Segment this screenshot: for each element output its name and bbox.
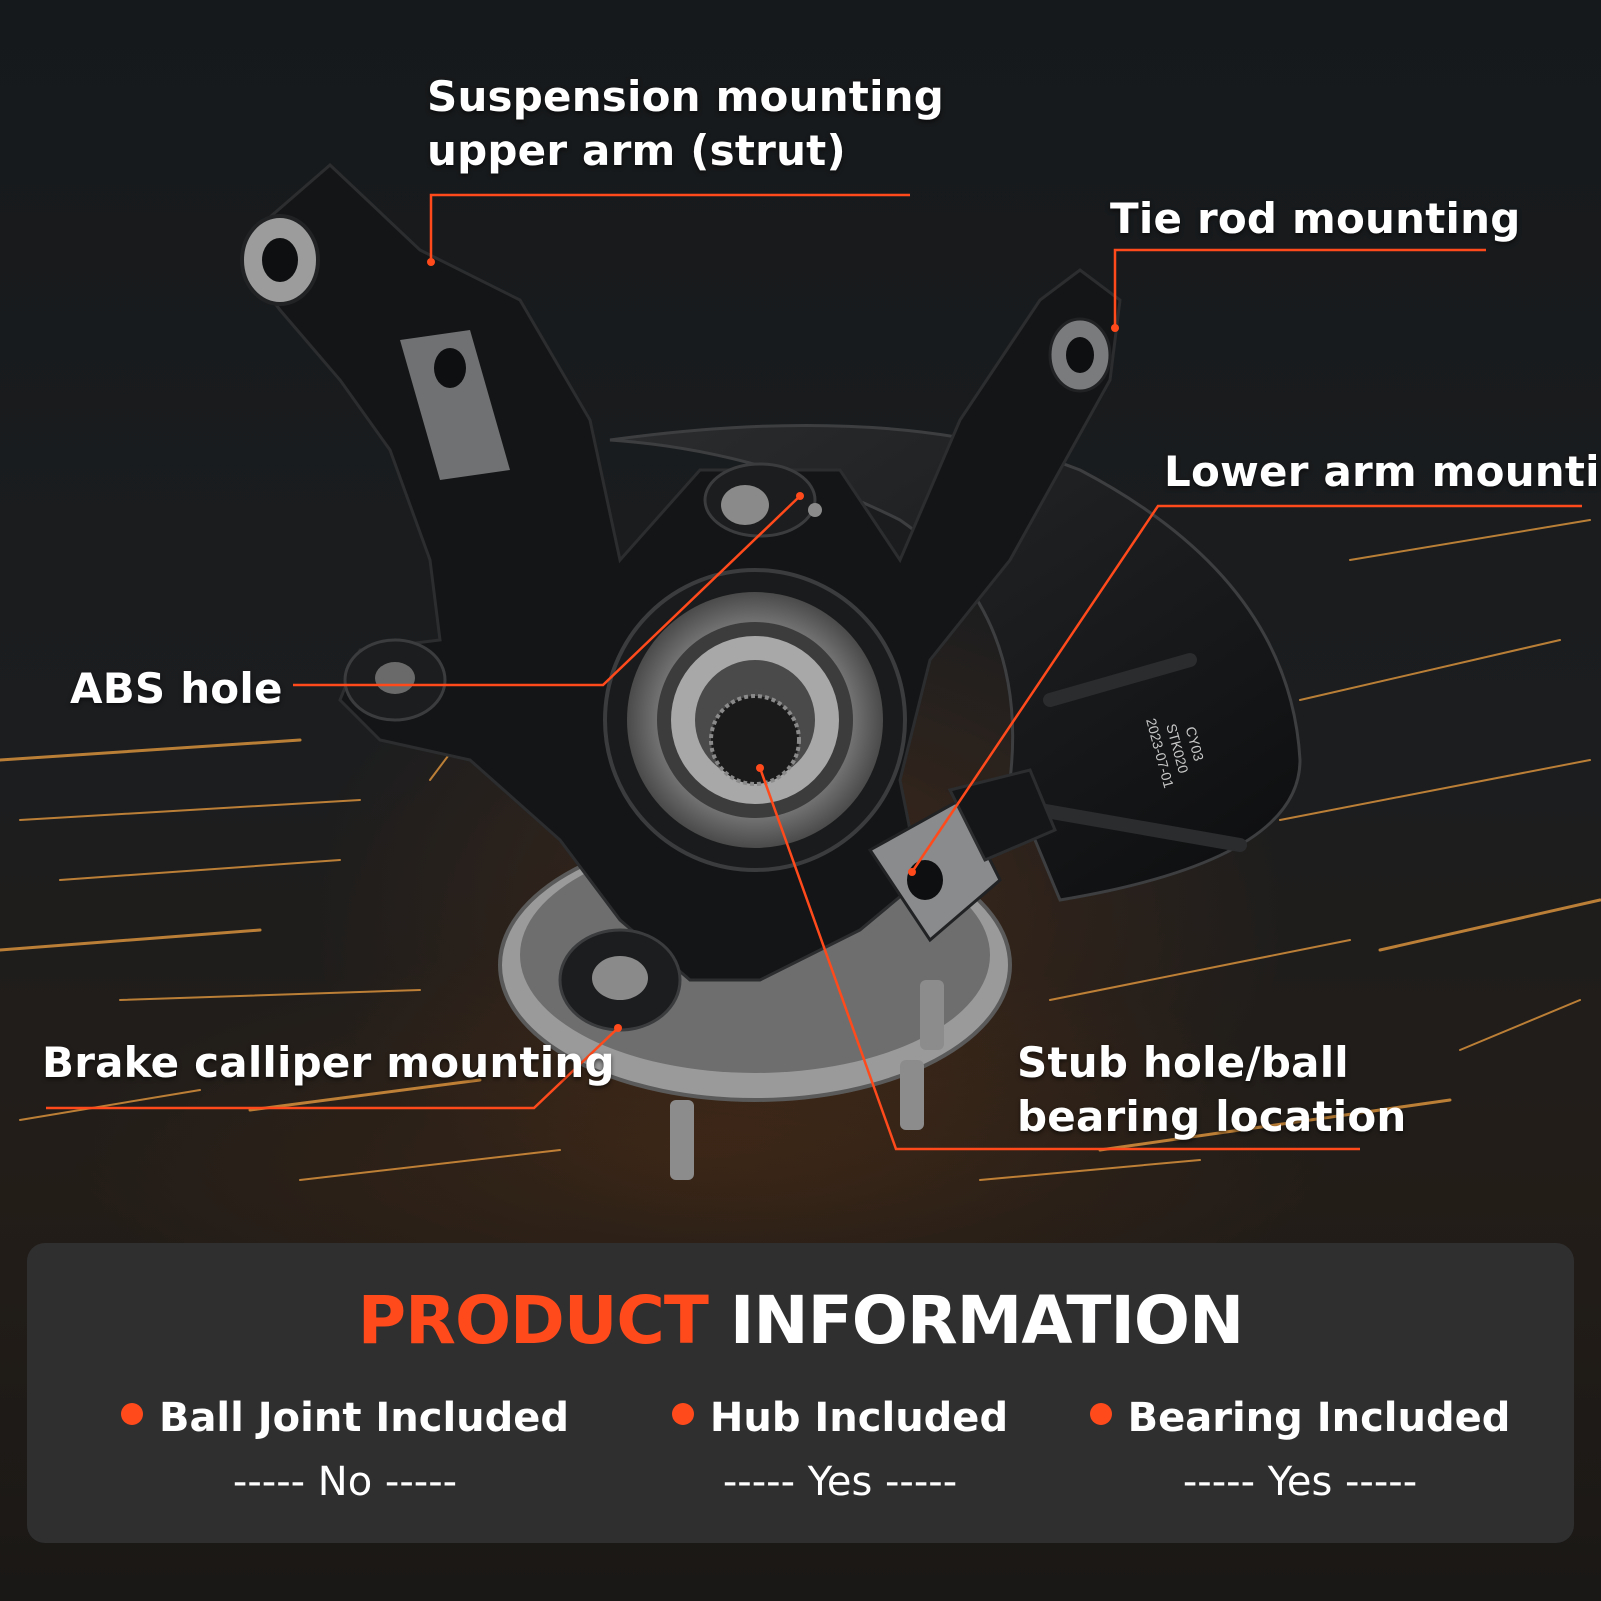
feature-label: Bearing Included	[1127, 1395, 1511, 1441]
lower-arm-leader-line	[910, 504, 1582, 873]
feature-hub: Hub Included ----- Yes -----	[605, 1393, 1075, 1507]
spark-streaks	[0, 519, 1601, 1181]
stub-leader-line	[758, 767, 1360, 1151]
bullet-dot-icon	[1089, 1403, 1112, 1425]
title-rest-word: INFORMATION	[729, 1282, 1244, 1359]
stub-hole	[709, 694, 801, 786]
tie-rod-callout: Tie rod mounting	[1110, 194, 1521, 243]
stub-hole-callout-line1: Stub hole/ball	[1017, 1038, 1349, 1087]
abs-hole-callout: ABS hole	[70, 664, 283, 713]
feature-value: ----- Yes -----	[722, 1459, 958, 1505]
bullet-dot-icon	[671, 1403, 694, 1425]
product-information-panel: PRODUCT INFORMATION Ball Joint Included …	[27, 1243, 1574, 1543]
dust-shield-ribs	[1033, 653, 1247, 852]
suspension-callout: Suspension mounting upper arm (strut)	[427, 70, 944, 178]
bullet-dot-icon	[120, 1403, 143, 1425]
brake-caliper-callout: Brake calliper mounting	[42, 1038, 615, 1087]
feature-value: ----- No -----	[232, 1459, 458, 1505]
stub-hole-callout: Stub hole/ball bearing location	[1017, 1036, 1407, 1144]
product-information-title: PRODUCT INFORMATION	[27, 1281, 1574, 1361]
tie-rod-leader-line	[1113, 248, 1486, 328]
wheel-bearing	[603, 568, 907, 872]
feature-label: Ball Joint Included	[158, 1395, 570, 1441]
suspension-leader-line	[429, 193, 910, 262]
suspension-callout-line2: upper arm (strut)	[427, 126, 846, 175]
suspension-callout-line1: Suspension mounting	[427, 72, 945, 121]
feature-bearing: Bearing Included ----- Yes -----	[1065, 1393, 1535, 1507]
feature-value: ----- Yes -----	[1182, 1459, 1418, 1505]
feature-ball-joint: Ball Joint Included ----- No -----	[110, 1393, 580, 1507]
title-accent-word: PRODUCT	[357, 1282, 709, 1359]
abs-leader-line	[293, 495, 801, 687]
callout-leader-lines	[46, 193, 1582, 1151]
lower-arm-callout: Lower arm mounting	[1164, 447, 1601, 496]
brake-caliper-leader-line	[46, 1027, 619, 1110]
stub-hole-callout-line2: bearing location	[1017, 1092, 1407, 1141]
feature-label: Hub Included	[709, 1395, 1009, 1441]
